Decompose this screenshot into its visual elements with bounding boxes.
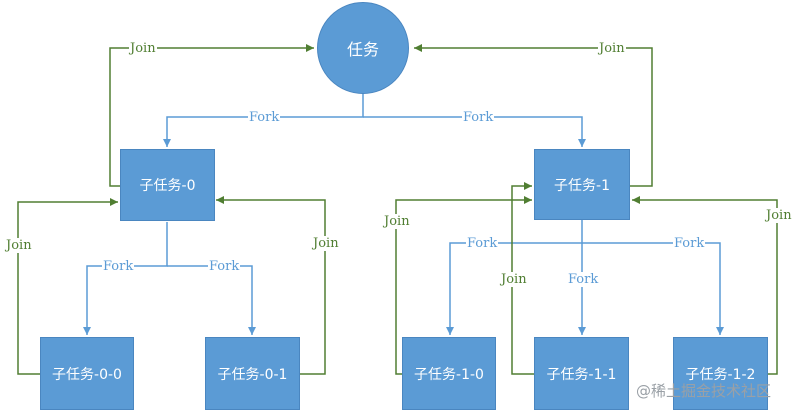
node-subtask-1-2-label: 子任务-1-2 <box>685 366 756 383</box>
fork-label-sub0-sub00: Fork <box>102 259 135 274</box>
node-subtask-0-0-label: 子任务-0-0 <box>52 366 122 383</box>
join-label-sub01-sub0: Join <box>312 236 340 251</box>
fork-edge-sub1-sub10 <box>446 220 583 335</box>
fork-label-sub1-sub10: Fork <box>466 236 499 251</box>
join-edge-sub00-sub0 <box>17 198 118 375</box>
fork-label-sub1-sub11: Fork <box>567 272 600 287</box>
node-subtask-0-0: 子任务-0-0 <box>40 337 134 410</box>
fork-edge-sub0-sub01 <box>167 265 256 335</box>
join-label-sub11-sub1: Join <box>500 272 528 287</box>
fork-edge-sub1-sub12 <box>582 242 724 335</box>
node-subtask-0-1: 子任务-0-1 <box>205 337 300 410</box>
join-edge-sub0-root <box>109 44 314 187</box>
node-subtask-1-1: 子任务-1-1 <box>534 337 629 410</box>
fork-label-root-sub1: Fork <box>462 110 495 125</box>
join-edge-sub1-root <box>414 44 653 187</box>
node-subtask-1-2: 子任务-1-2 <box>673 337 768 410</box>
node-subtask-0-label: 子任务-0 <box>139 178 196 194</box>
join-label-sub00-sub0: Join <box>5 238 33 253</box>
join-label-sub12-sub1: Join <box>765 208 793 223</box>
fork-edge-sub0-sub00 <box>83 222 168 335</box>
node-subtask-0-1-label: 子任务-0-1 <box>217 366 288 383</box>
join-edge-sub01-sub0 <box>216 196 326 375</box>
join-label-sub0-root: Join <box>129 41 157 56</box>
fork-label-sub0-sub01: Fork <box>208 259 241 274</box>
node-subtask-1-1-label: 子任务-1-1 <box>546 366 617 383</box>
fork-label-sub1-sub12: Fork <box>673 236 706 251</box>
node-subtask-0: 子任务-0 <box>120 149 215 221</box>
watermark-text: @稀土掘金技术社区 <box>636 382 772 400</box>
node-subtask-1-0-label: 子任务-1-0 <box>414 366 484 383</box>
fork-label-root-sub0: Fork <box>248 110 281 125</box>
node-root-task: 任务 <box>317 2 409 94</box>
join-label-sub1-root: Join <box>598 41 626 56</box>
node-subtask-1: 子任务-1 <box>534 149 630 220</box>
node-subtask-1-label: 子任务-1 <box>554 177 610 194</box>
join-label-sub10-sub1: Join <box>383 214 411 229</box>
join-edge-sub10-sub1 <box>395 196 532 375</box>
node-root-task-label: 任务 <box>346 40 379 59</box>
node-subtask-1-0: 子任务-1-0 <box>402 337 496 410</box>
join-edge-sub12-sub1 <box>632 196 778 375</box>
fork-edge-root-sub1 <box>363 116 586 147</box>
